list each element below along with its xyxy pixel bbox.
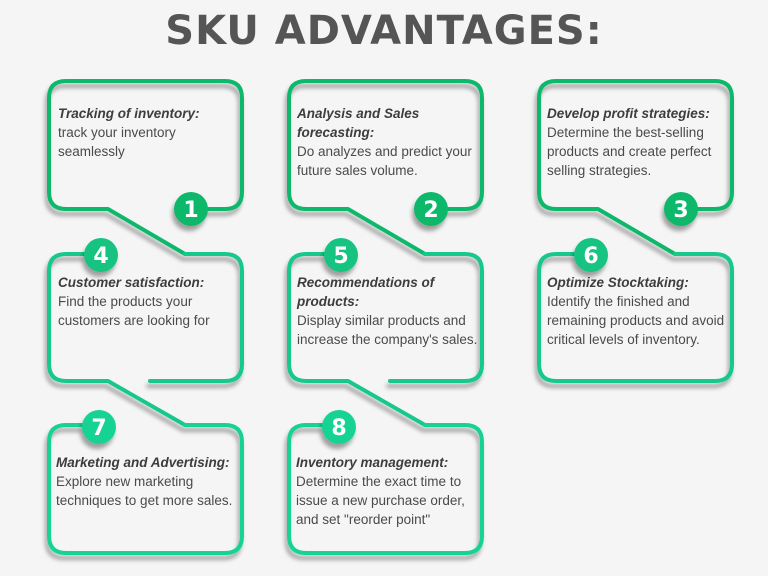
badge-5 [324,238,358,272]
card-6: Optimize Stocktaking: Identify the finis… [547,273,733,349]
card-8: Inventory management: Determine the exac… [296,453,482,529]
badge-4-number: 4 [93,244,108,269]
badge-7-number: 7 [91,416,106,441]
card-8-heading: Inventory management: [296,455,449,470]
card-2-outline [287,79,484,256]
card-4: Customer satisfaction: Find the products… [58,273,244,330]
card-3-heading: Develop profit strategies: [547,106,710,121]
card-4-outline-left [47,252,187,427]
badge-3-number: 3 [673,198,688,223]
card-7-outline [47,423,244,555]
card-3-body: Determine the best-selling products and … [547,125,712,178]
card-2-body: Do analyzes and predict your future sale… [297,144,472,178]
badge-7 [82,410,116,444]
badge-8-number: 8 [331,416,346,441]
card-7: Marketing and Advertising: Explore new m… [56,453,248,510]
card-6-body: Identify the finished and remaining prod… [547,294,725,347]
card-3-outline [537,79,734,256]
badge-5-number: 5 [333,244,348,269]
badge-3 [664,192,698,226]
card-5: Recommendations of products: Display sim… [297,273,483,349]
badge-2-number: 2 [423,198,438,223]
card-8-outline [287,423,484,555]
badge-1-number: 1 [183,198,198,223]
card-4-body: Find the products your customers are loo… [58,294,210,328]
card-2: Analysis and Sales forecasting: Do analy… [297,104,483,180]
card-4-heading: Customer satisfaction: [58,275,205,290]
card-6-outline [537,252,734,383]
badge-4 [84,238,118,272]
card-1-heading: Tracking of inventory: [58,106,200,121]
card-5-outline [388,252,484,383]
card-1: Tracking of inventory: track your invent… [58,104,244,161]
card-4-outline [148,252,244,383]
card-7-body: Explore new marketing techniques to get … [56,474,233,508]
page-title: SKU ADVANTAGES: [165,8,603,54]
badge-6-number: 6 [583,244,598,269]
badge-1 [174,192,208,226]
card-5-heading: Recommendations of products: [297,275,435,309]
card-2-heading: Analysis and Sales forecasting: [297,106,420,140]
badge-2 [414,192,448,226]
badge-6 [574,238,608,272]
badge-8 [322,410,356,444]
card-1-outline [47,79,244,256]
card-5-body: Display similar products and increase th… [297,313,478,347]
card-1-body: track your inventory seamlessly [58,125,176,159]
card-8-body: Determine the exact time to issue a new … [296,474,465,527]
card-6-heading: Optimize Stocktaking: [547,275,689,290]
card-7-heading: Marketing and Advertising: [56,455,230,470]
card-5-outline-left [287,252,427,427]
card-3: Develop profit strategies: Determine the… [547,104,733,180]
